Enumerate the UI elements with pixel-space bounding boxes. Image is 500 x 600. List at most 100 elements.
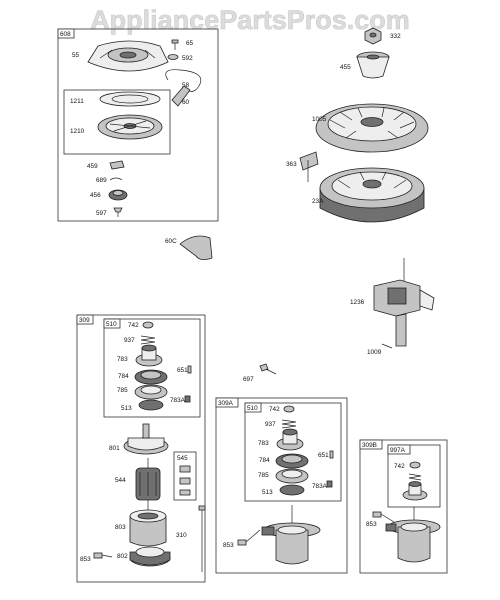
callout-783A-a: 783A bbox=[170, 397, 186, 404]
callout-65: 65 bbox=[186, 40, 194, 47]
part-23A-flywheel-icon bbox=[319, 167, 425, 223]
part-742-nut-icon-d bbox=[409, 461, 421, 469]
part-853-connector-icon-c bbox=[372, 511, 395, 523]
part-513-cap-icon-b bbox=[279, 484, 305, 496]
part-545-brush-icon bbox=[179, 465, 191, 496]
callout-1005: 1005 bbox=[312, 116, 327, 123]
callout-937-a: 937 bbox=[124, 337, 135, 344]
part-310-bolt-icon bbox=[198, 505, 206, 572]
part-1211-spring-icon bbox=[99, 91, 161, 107]
callout-1211: 1211 bbox=[70, 98, 84, 105]
callout-742-b: 742 bbox=[269, 406, 280, 413]
callout-459: 459 bbox=[87, 163, 98, 170]
callout-801: 801 bbox=[109, 445, 120, 452]
part-60-handle-icon bbox=[171, 85, 191, 107]
part-1009-screw-icon bbox=[381, 343, 393, 349]
part-997A-gear-icon bbox=[402, 473, 428, 501]
group-510-label-b: 510 bbox=[247, 405, 258, 412]
group-309-tab bbox=[76, 314, 94, 325]
group-510-frame-b bbox=[244, 402, 342, 502]
callout-697: 697 bbox=[243, 376, 254, 383]
group-309-frame bbox=[76, 314, 206, 583]
callout-60C: 60C bbox=[165, 238, 177, 245]
group-608: 608 55 65 592 58 60 bbox=[57, 28, 219, 222]
callout-784-b: 784 bbox=[259, 457, 270, 464]
group-309A-frame bbox=[215, 397, 348, 574]
group-309A-label: 309A bbox=[218, 400, 234, 407]
callout-1210: 1210 bbox=[70, 128, 85, 135]
callout-803: 803 bbox=[115, 524, 126, 531]
callout-55: 55 bbox=[72, 52, 80, 59]
callout-1236: 1236 bbox=[350, 299, 365, 306]
part-332-nut-icon bbox=[364, 27, 382, 45]
callout-332: 332 bbox=[390, 33, 401, 40]
part-592-washer-icon bbox=[167, 54, 179, 60]
group-608-tab bbox=[57, 28, 75, 39]
callout-23A: 23A bbox=[312, 198, 324, 205]
callout-937-b: 937 bbox=[265, 421, 276, 428]
part-55-starter-housing-icon bbox=[87, 40, 169, 72]
callout-1009: 1009 bbox=[367, 349, 382, 356]
callout-597: 597 bbox=[96, 210, 107, 217]
callout-802: 802 bbox=[117, 553, 128, 560]
callout-784-a: 784 bbox=[118, 373, 129, 380]
part-1236-armature-icon bbox=[373, 258, 435, 347]
part-801-endcap-icon bbox=[123, 423, 169, 455]
group-309B-label: 309B bbox=[362, 442, 377, 449]
part-60C-handle-icon bbox=[179, 235, 213, 260]
callout-651-a: 651 bbox=[177, 367, 188, 374]
group-545-label: 545 bbox=[177, 455, 188, 462]
group-997A-tab bbox=[387, 444, 411, 455]
callout-544: 544 bbox=[115, 477, 126, 484]
group-608-frame bbox=[57, 28, 219, 222]
callout-853-a: 853 bbox=[80, 556, 91, 563]
part-1210-pulley-icon bbox=[97, 114, 163, 140]
part-455-cup-icon bbox=[356, 51, 390, 79]
part-853-connector-icon-b bbox=[237, 529, 261, 546]
part-513-cap-icon bbox=[138, 399, 164, 411]
callout-783-b: 783 bbox=[258, 440, 269, 447]
callout-456: 456 bbox=[90, 192, 101, 199]
callout-455: 455 bbox=[340, 64, 351, 71]
callout-783A-b: 783A bbox=[312, 483, 328, 490]
part-803-housing-icon bbox=[129, 509, 167, 547]
part-785-clutch-icon-b bbox=[275, 468, 309, 484]
callout-742-a: 742 bbox=[128, 322, 139, 329]
group-510-tab-b bbox=[244, 402, 262, 413]
part-783-gear-icon bbox=[135, 344, 163, 367]
part-785-clutch-icon bbox=[134, 384, 168, 400]
part-363-bracket-icon bbox=[299, 151, 319, 182]
callout-60: 60 bbox=[182, 99, 190, 106]
group-608-label: 608 bbox=[60, 31, 71, 38]
group-1211-frame bbox=[63, 89, 171, 155]
part-802-endcap-icon bbox=[129, 546, 171, 567]
part-742-nut-icon bbox=[142, 321, 154, 329]
group-510-label-a: 510 bbox=[106, 321, 117, 328]
group-309B: 309B 997A 742 853 bbox=[359, 439, 448, 574]
callout-742-d: 742 bbox=[394, 463, 405, 470]
part-1005-fan-icon bbox=[315, 103, 429, 153]
part-853-connector-icon bbox=[93, 552, 113, 559]
group-510-frame-a bbox=[103, 318, 201, 418]
group-309B-frame bbox=[359, 439, 448, 574]
callout-363: 363 bbox=[286, 161, 297, 168]
part-937-spring-icon bbox=[140, 335, 156, 345]
callout-513-a: 513 bbox=[121, 405, 132, 412]
part-697-screw-icon bbox=[259, 363, 277, 375]
group-997A-label: 997A bbox=[390, 447, 406, 454]
callout-58: 58 bbox=[182, 82, 190, 89]
group-309A-tab bbox=[215, 397, 239, 408]
group-510-tab-a bbox=[103, 318, 121, 329]
part-456-retainer-icon bbox=[108, 189, 128, 201]
group-309-label: 309 bbox=[79, 317, 90, 324]
part-58-rope-icon bbox=[165, 69, 202, 92]
part-783A-cap-icon-b bbox=[326, 480, 333, 488]
part-651-pin-icon-b bbox=[329, 450, 334, 459]
group-545-frame bbox=[173, 451, 197, 501]
part-544-armature-icon bbox=[135, 458, 161, 510]
part-597-screw-icon bbox=[113, 207, 123, 217]
callout-853-c: 853 bbox=[366, 521, 377, 528]
callout-853-b: 853 bbox=[223, 542, 234, 549]
part-689-clip-icon bbox=[109, 177, 123, 181]
